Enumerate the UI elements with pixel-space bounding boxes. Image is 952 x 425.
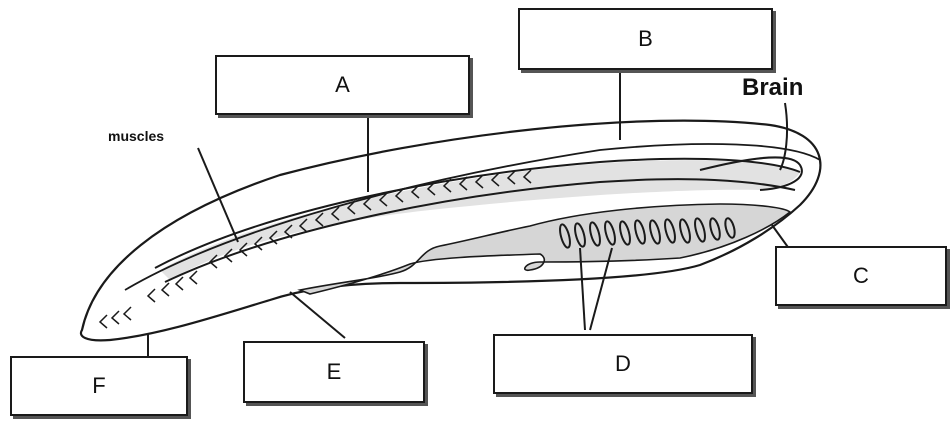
brain-label: Brain (742, 74, 803, 102)
leader-line-e (290, 292, 345, 338)
label-box-d: D (493, 334, 753, 394)
label-box-a: A (215, 55, 470, 115)
label-box-e: E (243, 341, 425, 403)
label-a: A (335, 72, 350, 98)
label-d: D (615, 351, 631, 377)
label-box-c: C (775, 246, 947, 306)
label-box-f: F (10, 356, 188, 416)
label-box-b: B (518, 8, 773, 70)
label-b: B (638, 26, 653, 52)
muscles-label: muscles (108, 128, 164, 144)
label-e: E (327, 359, 342, 385)
label-f: F (92, 373, 105, 399)
label-c: C (853, 263, 869, 289)
